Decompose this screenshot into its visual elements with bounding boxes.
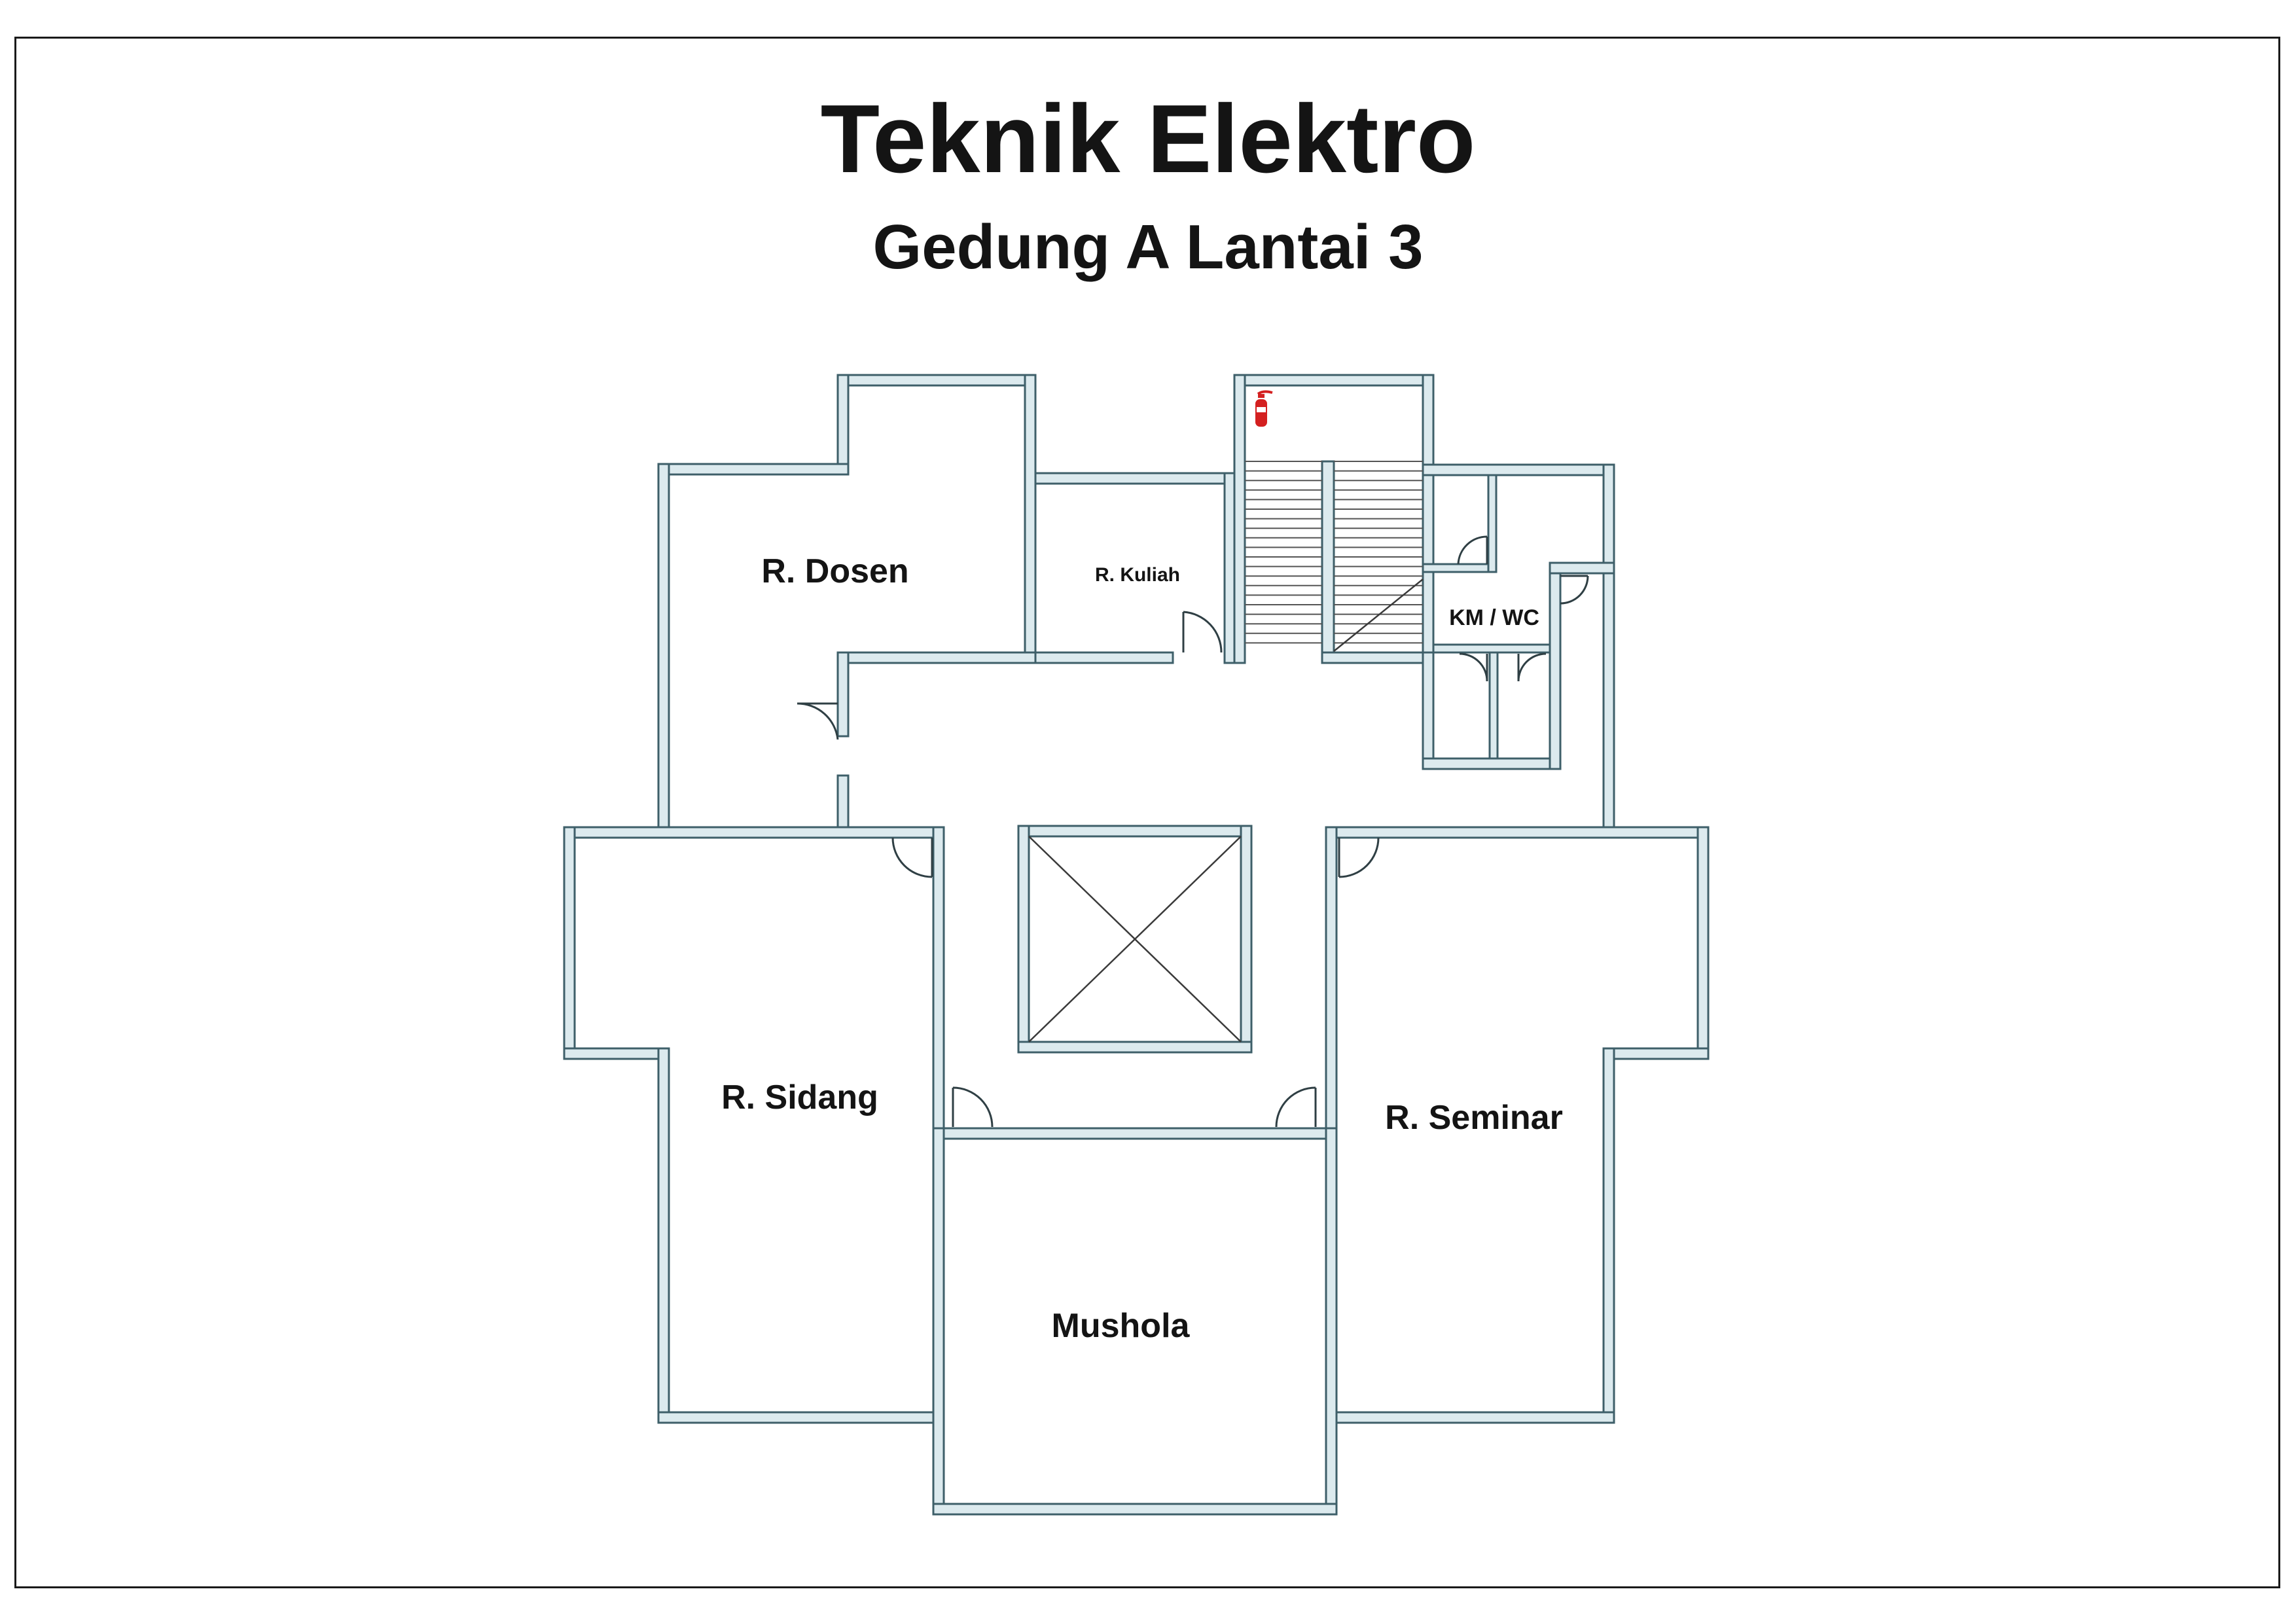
wall	[932, 1127, 945, 1516]
wall	[657, 463, 850, 476]
wall	[836, 374, 850, 476]
door[interactable]	[891, 837, 933, 878]
wall	[1602, 1047, 1615, 1424]
wall	[932, 1127, 1338, 1140]
door[interactable]	[1560, 575, 1589, 605]
wall	[1487, 474, 1498, 573]
wall	[1696, 826, 1710, 1060]
wall	[836, 651, 1037, 664]
room-label-toilet: KM / WC	[1449, 605, 1539, 630]
plan-subtitle: Gedung A Lantai 3	[872, 212, 1424, 282]
void-shaft	[1028, 836, 1242, 1043]
wall	[657, 463, 670, 837]
wall	[1034, 472, 1236, 485]
wall	[1321, 651, 1435, 664]
wall	[1325, 1411, 1615, 1424]
room-label-kuliah: R. Kuliah	[1095, 564, 1180, 586]
wall	[1017, 1041, 1253, 1054]
wall	[932, 1503, 1338, 1516]
room-label-seminar: R. Seminar	[1385, 1099, 1563, 1137]
wall	[1488, 651, 1499, 760]
door[interactable]	[797, 702, 839, 740]
door[interactable]	[1457, 535, 1488, 565]
drawing-frame	[14, 37, 2280, 1588]
wall	[563, 826, 576, 1060]
wall	[836, 374, 1037, 387]
wall	[1602, 1047, 1710, 1060]
wall	[836, 651, 850, 738]
door[interactable]	[1459, 652, 1488, 682]
room-label-sidang: R. Sidang	[721, 1079, 878, 1116]
wall	[657, 1411, 945, 1424]
wall	[1602, 463, 1615, 837]
walls	[563, 374, 1710, 1516]
wall	[1549, 562, 1615, 575]
void-diagonal	[1028, 836, 1242, 1043]
door[interactable]	[1338, 837, 1380, 878]
room-label-mushola: Mushola	[1052, 1307, 1191, 1345]
wall	[1549, 562, 1562, 770]
wall	[1432, 643, 1551, 654]
wall	[1321, 460, 1335, 664]
wall	[1233, 374, 1246, 664]
door[interactable]	[952, 1086, 994, 1128]
staircase	[1245, 461, 1423, 644]
wall	[1024, 374, 1037, 664]
fire-extinguisher-icon	[1255, 390, 1273, 427]
wall	[657, 1047, 670, 1424]
door[interactable]	[1517, 652, 1547, 682]
wall	[1422, 651, 1435, 770]
wall	[1034, 651, 1174, 664]
wall	[1422, 374, 1435, 664]
wall	[563, 1047, 670, 1060]
doors	[797, 535, 1589, 1128]
wall	[1233, 374, 1435, 387]
wall	[1325, 1127, 1338, 1516]
wall	[1325, 826, 1710, 839]
door[interactable]	[1275, 1086, 1317, 1128]
stair-arrow-line	[1333, 579, 1424, 652]
wall	[1422, 563, 1490, 573]
wall	[1017, 825, 1030, 1054]
door[interactable]	[1182, 611, 1223, 653]
plan-title: Teknik Elektro	[820, 85, 1476, 193]
wall	[1422, 463, 1615, 476]
wall	[563, 826, 945, 839]
wall	[1240, 825, 1253, 1054]
wall	[1017, 825, 1253, 838]
wall	[1422, 757, 1562, 770]
room-label-dosen: R. Dosen	[761, 552, 908, 590]
